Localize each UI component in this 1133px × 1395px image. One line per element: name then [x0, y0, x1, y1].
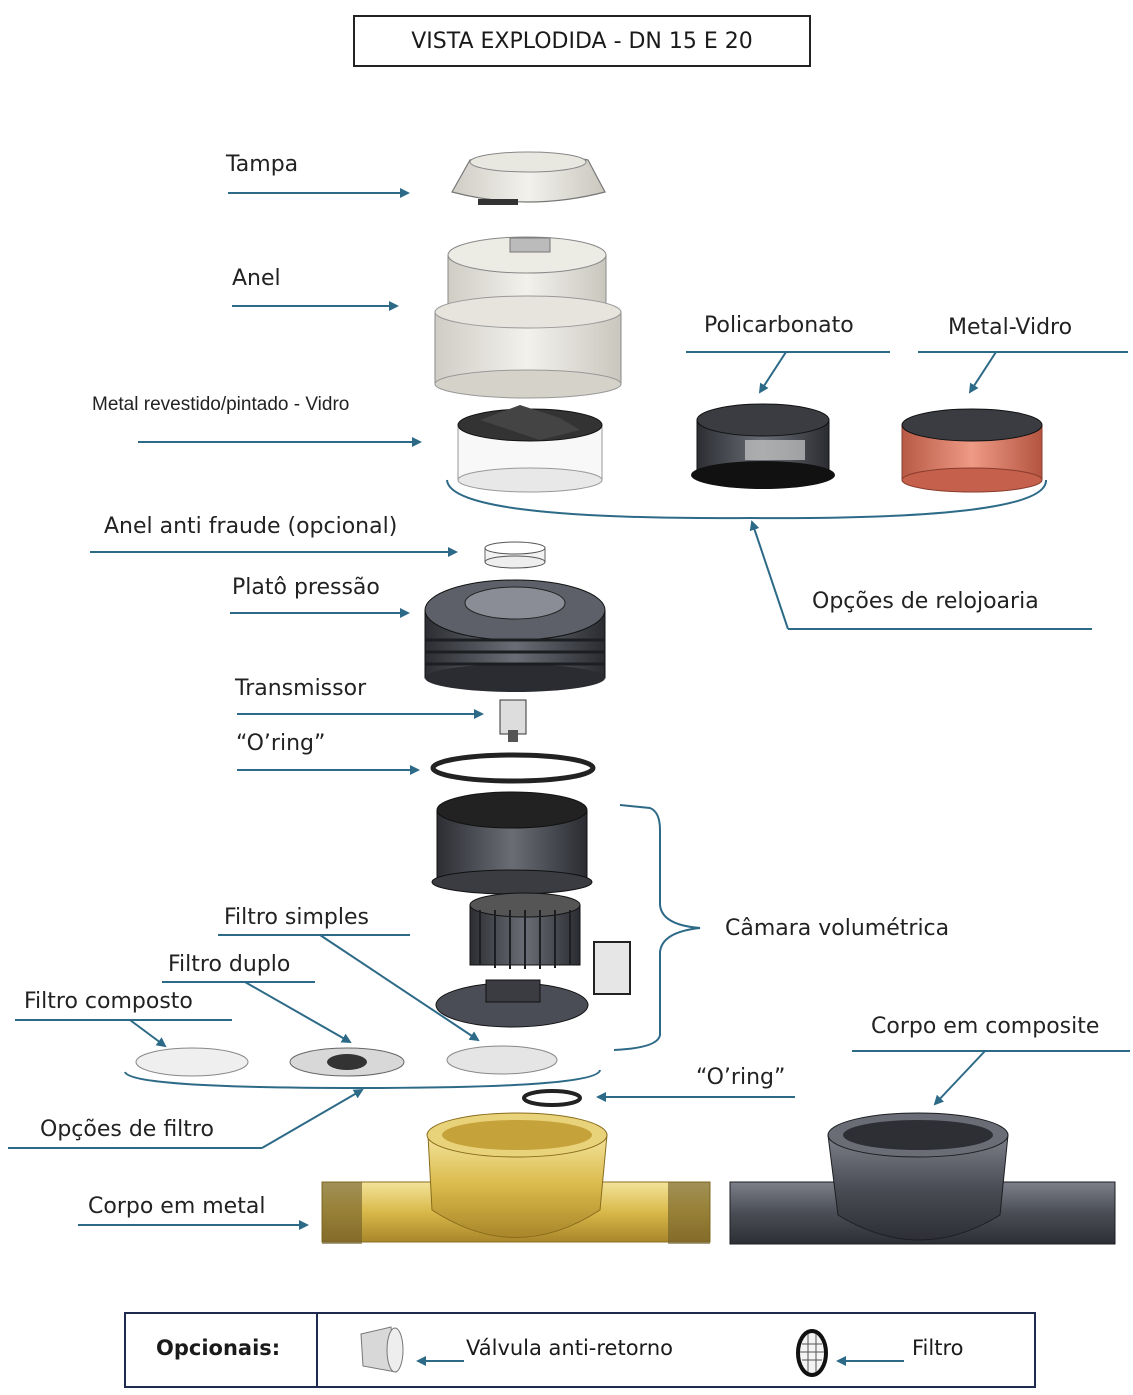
- relojoaria-arrow: [749, 520, 789, 630]
- anel-anti-fraude-part: [484, 541, 546, 569]
- filtro-brace: [124, 1069, 601, 1090]
- label-camara-volumetrica: Câmara volumétrica: [725, 916, 950, 941]
- label-filtro-simples: Filtro simples: [224, 905, 369, 930]
- label-anel: Anel: [232, 266, 281, 291]
- metal-vidro-part: [901, 408, 1043, 493]
- filtro-simples-arrow: [319, 934, 480, 1042]
- label-plato-pressao: Platô pressão: [232, 575, 380, 600]
- filter-options: [135, 1045, 558, 1077]
- oring-bottom-part: [522, 1089, 582, 1107]
- metal-revestido-part: [457, 405, 603, 493]
- label-tampa: Tampa: [226, 152, 299, 177]
- label-metal-vidro: Metal-Vidro: [948, 315, 1073, 340]
- opcoes-filtro-arrow: [261, 1088, 364, 1149]
- filtro-composto-part: [135, 1047, 249, 1077]
- filter-arrow-icon: [836, 1356, 904, 1366]
- transmissor-part: [499, 699, 527, 742]
- label-filtro-duplo: Filtro duplo: [168, 952, 291, 977]
- relojoaria-brace: [446, 479, 1048, 520]
- label-corpo-metal: Corpo em metal: [88, 1194, 266, 1219]
- diagram-title: VISTA EXPLODIDA - DN 15 E 20: [411, 28, 753, 54]
- anel-part: [434, 236, 622, 399]
- camara-part: [431, 791, 631, 1028]
- filtro-composto-arrow: [129, 1019, 167, 1048]
- legend-valve-label: Válvula anti-retorno: [466, 1336, 673, 1360]
- label-anel-anti-fraude: Anel anti fraude (opcional): [104, 514, 398, 539]
- tampa-part: [451, 151, 606, 205]
- label-policarbonato: Policarbonato: [704, 313, 854, 338]
- legend-title: Opcionais:: [156, 1336, 281, 1360]
- leader-lines: [8, 188, 1130, 1230]
- metal-vidro-arrow: [968, 351, 997, 394]
- legend-filter-label: Filtro: [912, 1336, 964, 1360]
- label-metal-revestido: Metal revestido/pintado - Vidro: [92, 394, 350, 415]
- corpo-composite-part: [729, 1112, 1116, 1245]
- oring-top-part: [430, 752, 596, 784]
- legend-box: Opcionais: Válvula anti-retorno Filtro: [124, 1312, 1036, 1388]
- label-opcoes-filtro: Opções de filtro: [40, 1117, 214, 1142]
- policarbonato-part: [691, 403, 835, 489]
- corpo-metal-part: [321, 1112, 711, 1244]
- plato-pressao-part: [424, 579, 606, 692]
- label-oring-bottom: “O’ring”: [696, 1065, 786, 1090]
- corpo-composite-arrow: [933, 1050, 986, 1106]
- label-oring-top: “O’ring”: [236, 731, 326, 756]
- label-opcoes-relojoaria: Opções de relojoaria: [812, 589, 1039, 614]
- filter-icon: [796, 1329, 828, 1377]
- filtro-duplo-arrow: [244, 981, 352, 1043]
- label-corpo-composite: Corpo em composite: [871, 1014, 1100, 1039]
- valve-arrow-icon: [416, 1356, 464, 1366]
- label-filtro-composto: Filtro composto: [24, 989, 193, 1014]
- valve-icon: [360, 1326, 404, 1373]
- label-transmissor: Transmissor: [235, 676, 367, 701]
- title-box: VISTA EXPLODIDA - DN 15 E 20: [353, 15, 811, 67]
- legend-divider: [316, 1314, 318, 1386]
- policarbonato-arrow: [758, 351, 787, 394]
- camara-bracket: [613, 804, 701, 1051]
- filtro-simples-part: [446, 1045, 558, 1075]
